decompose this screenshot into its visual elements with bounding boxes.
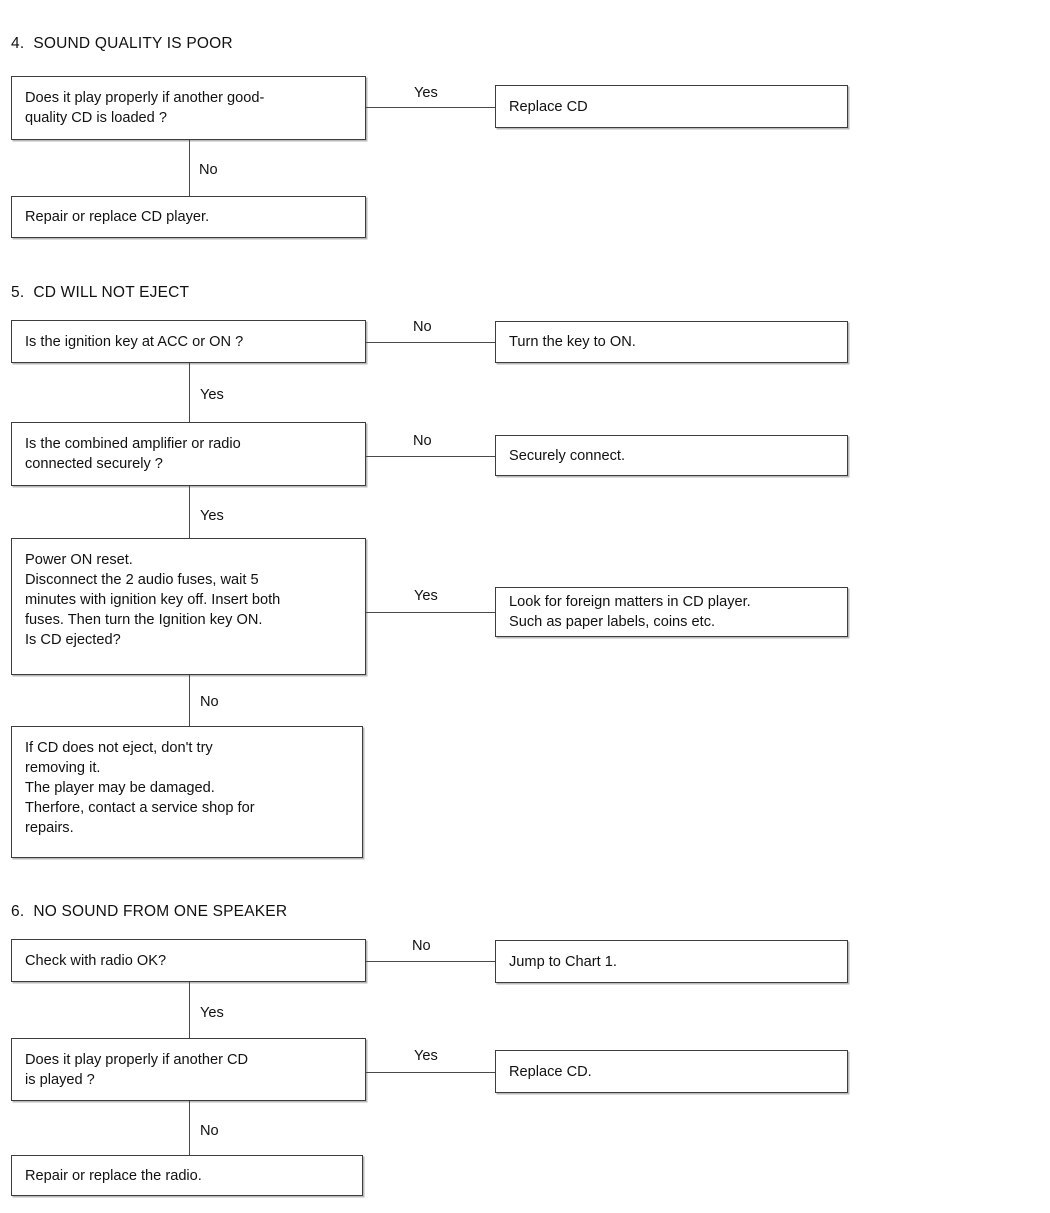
connector-sound-quality-no bbox=[189, 140, 190, 196]
connector-label-yes: Yes bbox=[414, 1048, 438, 1064]
section-heading-4: 4. SOUND QUALITY IS POOR bbox=[11, 35, 233, 52]
node-text: Check with radio OK? bbox=[25, 952, 167, 969]
node-text: Securely connect. bbox=[509, 447, 626, 464]
connector-power-reset-no bbox=[189, 675, 190, 726]
section-heading-6: 6. NO SOUND FROM ONE SPEAKER bbox=[11, 903, 288, 920]
node-text: Replace CD. bbox=[509, 1063, 592, 1080]
connector-label-yes: Yes bbox=[200, 387, 224, 403]
connector-radio-yes bbox=[189, 982, 190, 1038]
node-repair-or-replace-radio: Repair or replace the radio. bbox=[11, 1155, 363, 1196]
connector-another-cd-no bbox=[189, 1101, 190, 1155]
node-look-for-foreign-matters: Look for foreign matters in CD player. S… bbox=[495, 587, 848, 637]
connector-label-yes: Yes bbox=[414, 588, 438, 604]
connector-ignition-no bbox=[366, 342, 495, 343]
node-text: Is the ignition key at ACC or ON ? bbox=[25, 333, 244, 350]
connector-ignition-yes bbox=[189, 363, 190, 422]
node-check-with-radio-question: Check with radio OK? bbox=[11, 939, 366, 982]
connector-sound-quality-yes bbox=[366, 107, 495, 108]
node-text: Power ON reset. Disconnect the 2 audio f… bbox=[25, 552, 281, 648]
node-text: Jump to Chart 1. bbox=[509, 953, 617, 970]
node-do-not-remove-cd-warning: If CD does not eject, don't try removing… bbox=[11, 726, 363, 858]
connector-label-no: No bbox=[413, 433, 432, 449]
node-text: Repair or replace the radio. bbox=[25, 1167, 202, 1184]
connector-label-no: No bbox=[413, 319, 432, 335]
node-ignition-key-question: Is the ignition key at ACC or ON ? bbox=[11, 320, 366, 363]
connector-label-no: No bbox=[200, 1123, 219, 1139]
node-replace-cd-period: Replace CD. bbox=[495, 1050, 848, 1093]
section-heading-5: 5. CD WILL NOT EJECT bbox=[11, 284, 190, 301]
connector-label-no: No bbox=[200, 694, 219, 710]
node-replace-cd: Replace CD bbox=[495, 85, 848, 128]
node-text: Look for foreign matters in CD player. S… bbox=[509, 594, 751, 630]
node-repair-or-replace-cd-player: Repair or replace CD player. bbox=[11, 196, 366, 238]
node-text: Is the combined amplifier or radio conne… bbox=[25, 436, 241, 472]
connector-label-yes: Yes bbox=[200, 1005, 224, 1021]
connector-label-no: No bbox=[199, 162, 218, 178]
node-text: Does it play properly if another good- q… bbox=[25, 90, 265, 126]
node-text: Repair or replace CD player. bbox=[25, 209, 210, 225]
node-power-on-reset-question: Power ON reset. Disconnect the 2 audio f… bbox=[11, 538, 366, 675]
node-sound-quality-question: Does it play properly if another good- q… bbox=[11, 76, 366, 140]
node-text: If CD does not eject, don't try removing… bbox=[25, 740, 255, 836]
node-text: Replace CD bbox=[509, 98, 588, 115]
connector-radio-no bbox=[366, 961, 495, 962]
connector-label-yes: Yes bbox=[414, 85, 438, 101]
connector-label-no: No bbox=[412, 938, 431, 954]
node-jump-to-chart-1: Jump to Chart 1. bbox=[495, 940, 848, 983]
node-text: Does it play properly if another CD is p… bbox=[25, 1051, 249, 1088]
connector-label-yes: Yes bbox=[200, 508, 224, 524]
node-securely-connect: Securely connect. bbox=[495, 435, 848, 476]
node-turn-key-to-on: Turn the key to ON. bbox=[495, 321, 848, 363]
node-amplifier-connection-question: Is the combined amplifier or radio conne… bbox=[11, 422, 366, 486]
connector-another-cd-yes bbox=[366, 1072, 495, 1073]
connector-amplifier-yes bbox=[189, 486, 190, 538]
connector-power-reset-yes bbox=[366, 612, 495, 613]
connector-amplifier-no bbox=[366, 456, 495, 457]
node-text: Turn the key to ON. bbox=[509, 334, 636, 350]
node-another-cd-question: Does it play properly if another CD is p… bbox=[11, 1038, 366, 1101]
